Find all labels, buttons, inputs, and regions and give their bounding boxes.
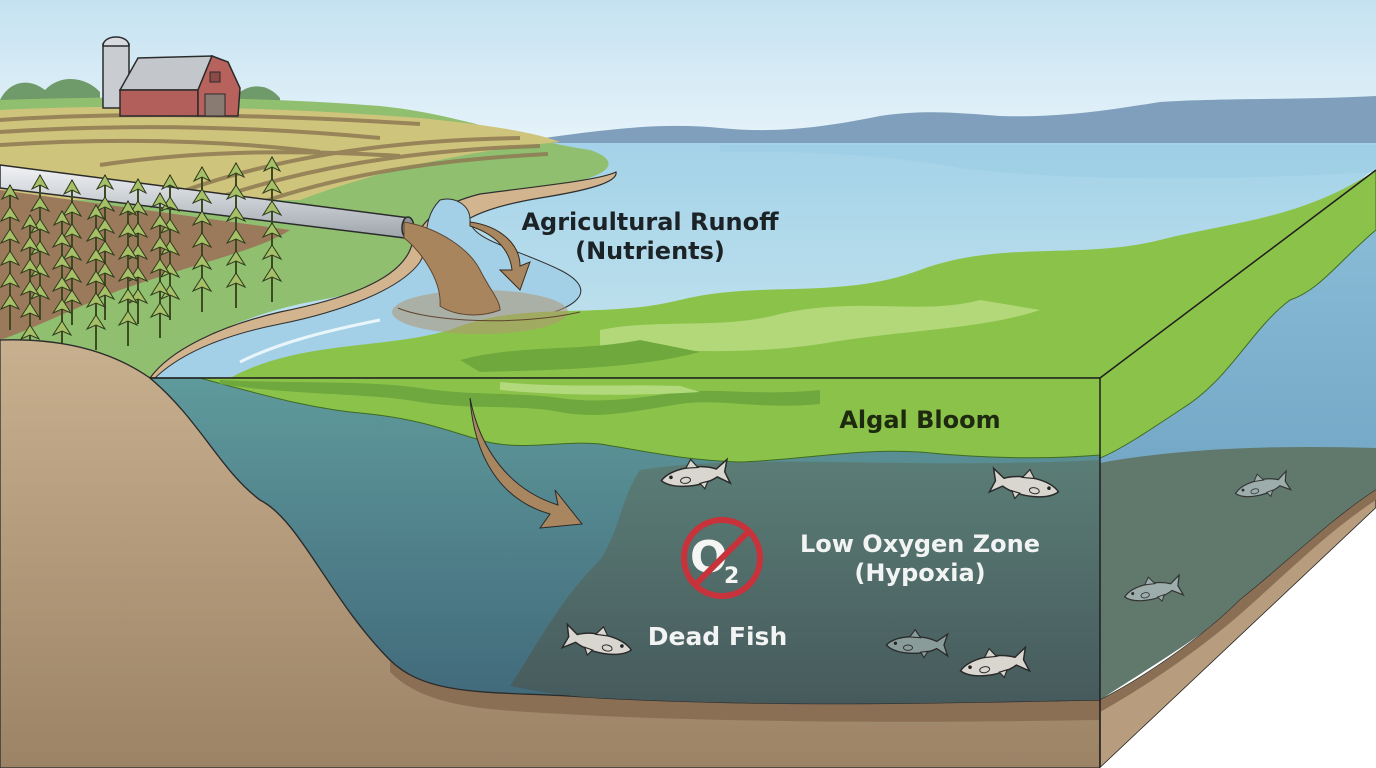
crop-fields	[0, 106, 560, 212]
distant-hills	[530, 96, 1376, 143]
side-algae	[1099, 169, 1376, 459]
no-oxygen-prohibition-icon	[681, 517, 763, 599]
side-sediment	[1100, 490, 1376, 712]
agricultural-runoff-label: Agricultural Runoff (Nutrients)	[500, 208, 800, 266]
runoff-arrow	[469, 221, 531, 291]
sediment-band	[390, 660, 1100, 722]
corn-rows	[0, 156, 282, 361]
hypoxia-label-line1: Low Oxygen Zone	[800, 530, 1040, 558]
nutrient-sink-arrow	[469, 397, 583, 529]
hypoxic-water	[510, 460, 1100, 704]
side-hypoxic	[1100, 446, 1376, 700]
algae-layer-light	[500, 382, 700, 395]
algae-surface-light	[600, 300, 1040, 352]
runoff-label-line2: (Nutrients)	[575, 236, 725, 265]
algal-bloom-label: Algal Bloom	[839, 406, 1001, 434]
runoff-label-line1: Agricultural Runoff	[521, 208, 779, 236]
lake-ripple	[720, 145, 1376, 179]
algae-layer-dark	[220, 380, 820, 415]
low-oxygen-zone-label: Low Oxygen Zone (Hypoxia)	[785, 530, 1055, 588]
farm-barn	[118, 55, 241, 117]
dead-fish-label: Dead Fish	[647, 622, 788, 651]
hypoxia-label-line2: (Hypoxia)	[854, 558, 986, 587]
algae-surface-dark	[460, 340, 700, 372]
blank-corner	[1100, 508, 1376, 768]
runoff-plume	[392, 221, 581, 334]
river-highlight	[239, 318, 381, 364]
block-edge-diagonal	[1099, 169, 1376, 379]
